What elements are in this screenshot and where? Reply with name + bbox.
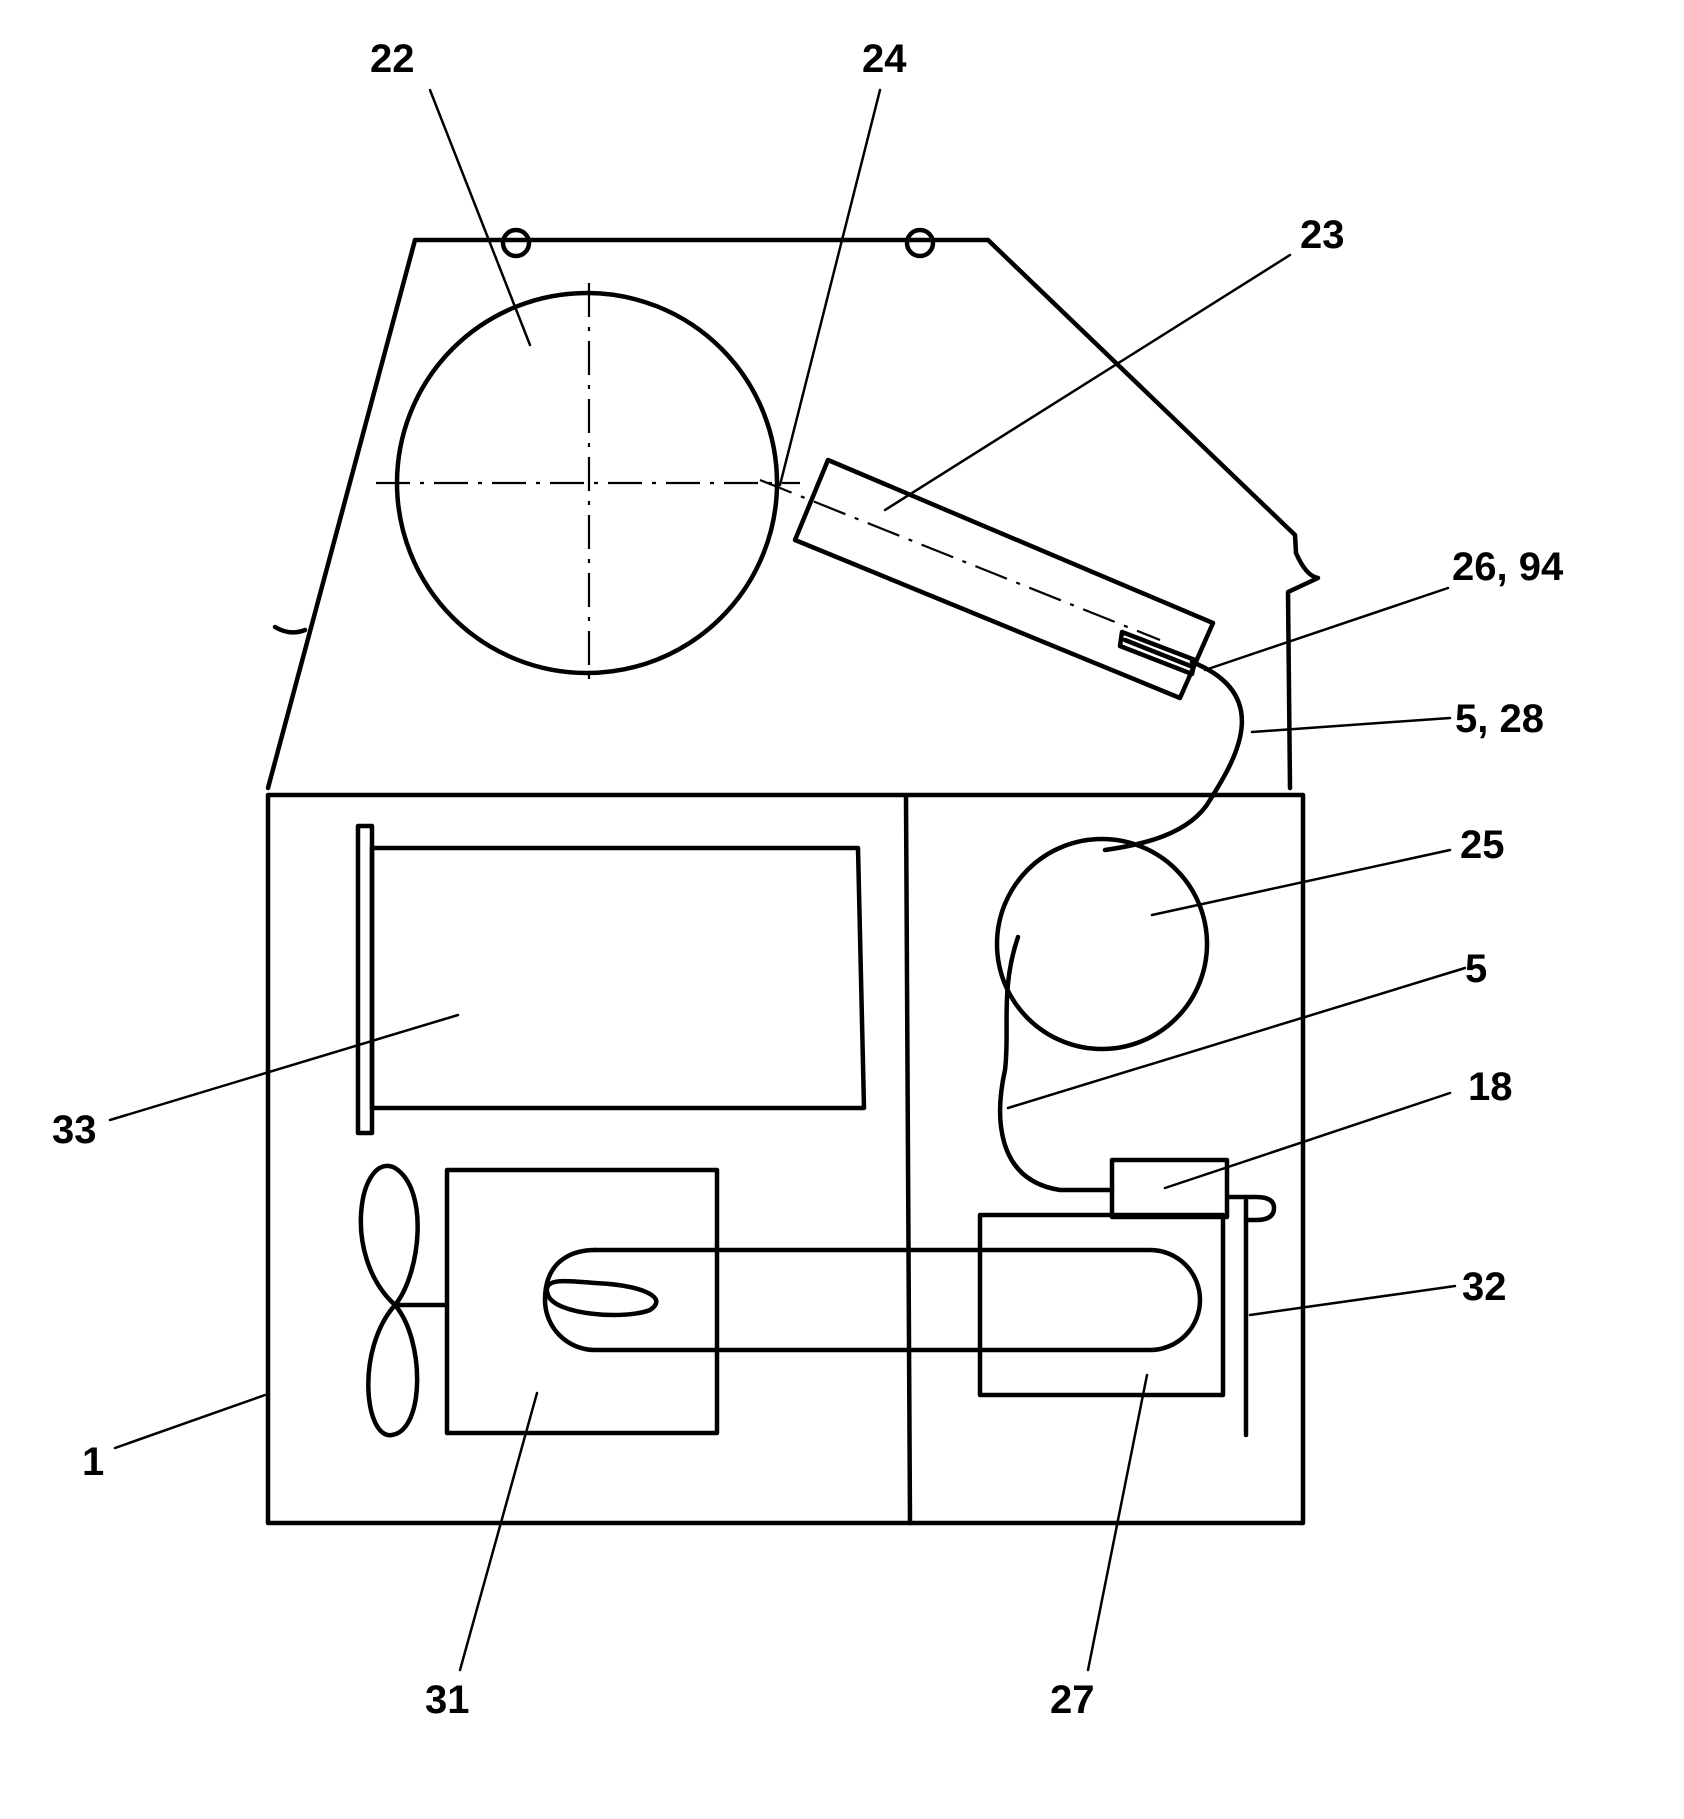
label-32: 32 <box>1462 1265 1507 1309</box>
rectangular-component-23 <box>795 460 1213 698</box>
label-33: 33 <box>52 1108 97 1152</box>
label-26-94: 26, 94 <box>1452 545 1564 589</box>
circular-component-25 <box>997 839 1207 1049</box>
leader-lines <box>110 90 1465 1670</box>
label-22: 22 <box>370 37 415 81</box>
circular-component-22 <box>376 283 1160 683</box>
label-25: 25 <box>1460 823 1505 867</box>
label-5-28: 5, 28 <box>1455 697 1544 741</box>
housing-upper-section <box>268 230 1318 788</box>
loop-belt <box>545 1250 1200 1350</box>
label-27: 27 <box>1050 1678 1095 1722</box>
rod-component-32 <box>1230 1197 1274 1435</box>
box-component-18 <box>1112 1160 1227 1217</box>
label-18: 18 <box>1468 1065 1513 1109</box>
label-31: 31 <box>425 1678 470 1722</box>
reference-numerals: 22 24 23 26, 94 5, 28 25 5 18 32 33 1 31… <box>52 37 1564 1722</box>
rectangle-component-33 <box>358 826 864 1133</box>
label-5: 5 <box>1465 947 1487 991</box>
label-1: 1 <box>82 1440 104 1484</box>
box-component-27 <box>980 1215 1223 1395</box>
label-24: 24 <box>862 37 907 81</box>
rectangle-component-31 <box>361 1166 717 1435</box>
label-23: 23 <box>1300 213 1345 257</box>
